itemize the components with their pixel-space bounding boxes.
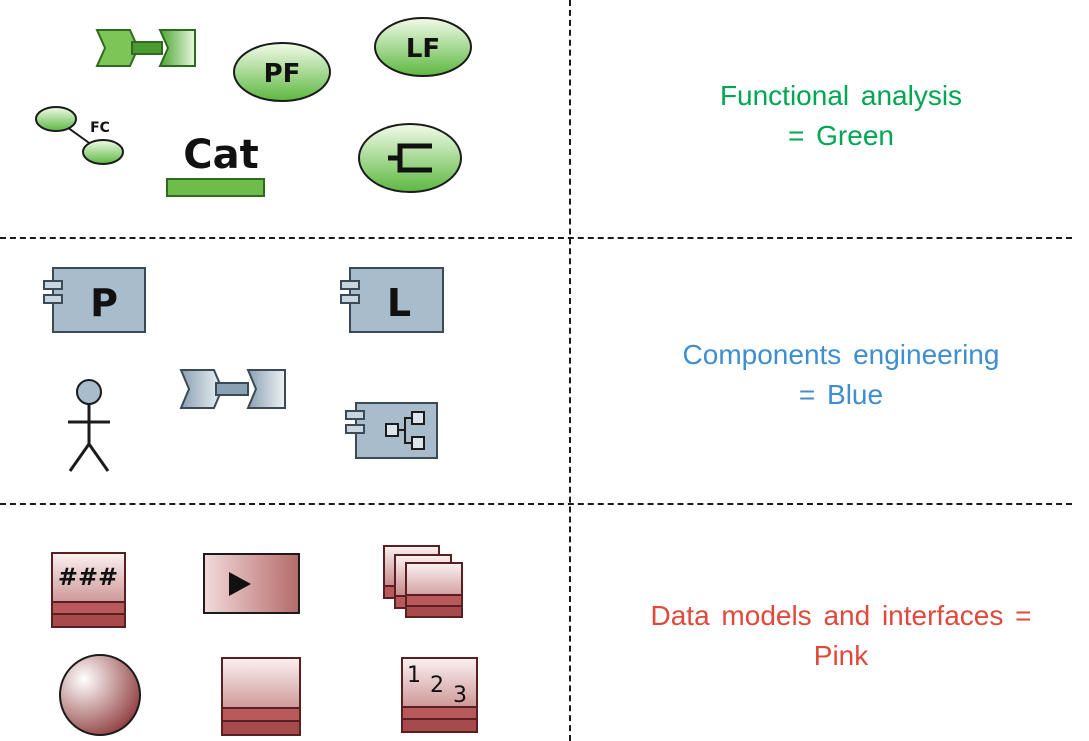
- grid-divider-2: [0, 503, 1072, 505]
- icon-legend: PF LF FC Cat P L: [35, 17, 478, 736]
- class-icon: ###: [51, 552, 126, 628]
- caption-data-line2: Pink: [813, 640, 869, 671]
- physical-component-label: P: [90, 281, 118, 325]
- category-icon: Cat: [166, 132, 265, 197]
- caption-functional-analysis: Functional analysis = Green: [600, 76, 1082, 156]
- physical-function-label: PF: [264, 59, 301, 89]
- exchange-item-icon: [203, 553, 300, 614]
- class-label: ###: [58, 563, 118, 591]
- enumeration-icon: 1 2 3: [401, 657, 478, 733]
- enumeration-label-1: 1: [407, 663, 421, 688]
- caption-functional-line1: Functional analysis: [719, 80, 963, 111]
- logical-function-icon: LF: [374, 17, 472, 77]
- data-type-icon: [221, 657, 301, 736]
- caption-components-line1: Components engineering: [682, 339, 1000, 370]
- caption-components-engineering: Components engineering = Blue: [600, 335, 1082, 415]
- logical-component-icon: L: [340, 267, 444, 333]
- port-icon: [358, 123, 462, 193]
- enumeration-label-3: 3: [453, 683, 467, 708]
- caption-data-models: Data models and interfaces = Pink: [600, 596, 1082, 676]
- data-sphere-icon: [59, 654, 141, 736]
- logical-component-label: L: [387, 281, 411, 325]
- caption-data-line1: Data models and interfaces =: [650, 600, 1032, 631]
- enumeration-label-2: 2: [430, 673, 444, 698]
- actor-icon: [68, 379, 110, 472]
- grid-vertical-divider: [569, 0, 571, 741]
- caption-functional-line2: = Green: [788, 120, 894, 151]
- grid-divider-1: [0, 237, 1072, 239]
- functional-chain-icon: FC: [35, 106, 124, 165]
- exchange-arrow-icon: [95, 29, 196, 67]
- functional-chain-label: FC: [90, 120, 110, 136]
- component-assembly-icon: [345, 402, 438, 459]
- logical-function-label: LF: [406, 34, 440, 64]
- physical-function-icon: PF: [233, 42, 331, 102]
- collection-icon: [383, 545, 463, 618]
- physical-component-icon: P: [43, 267, 146, 333]
- component-exchange-icon: [179, 369, 286, 409]
- caption-components-line2: = Blue: [798, 379, 884, 410]
- category-label: Cat: [183, 132, 258, 178]
